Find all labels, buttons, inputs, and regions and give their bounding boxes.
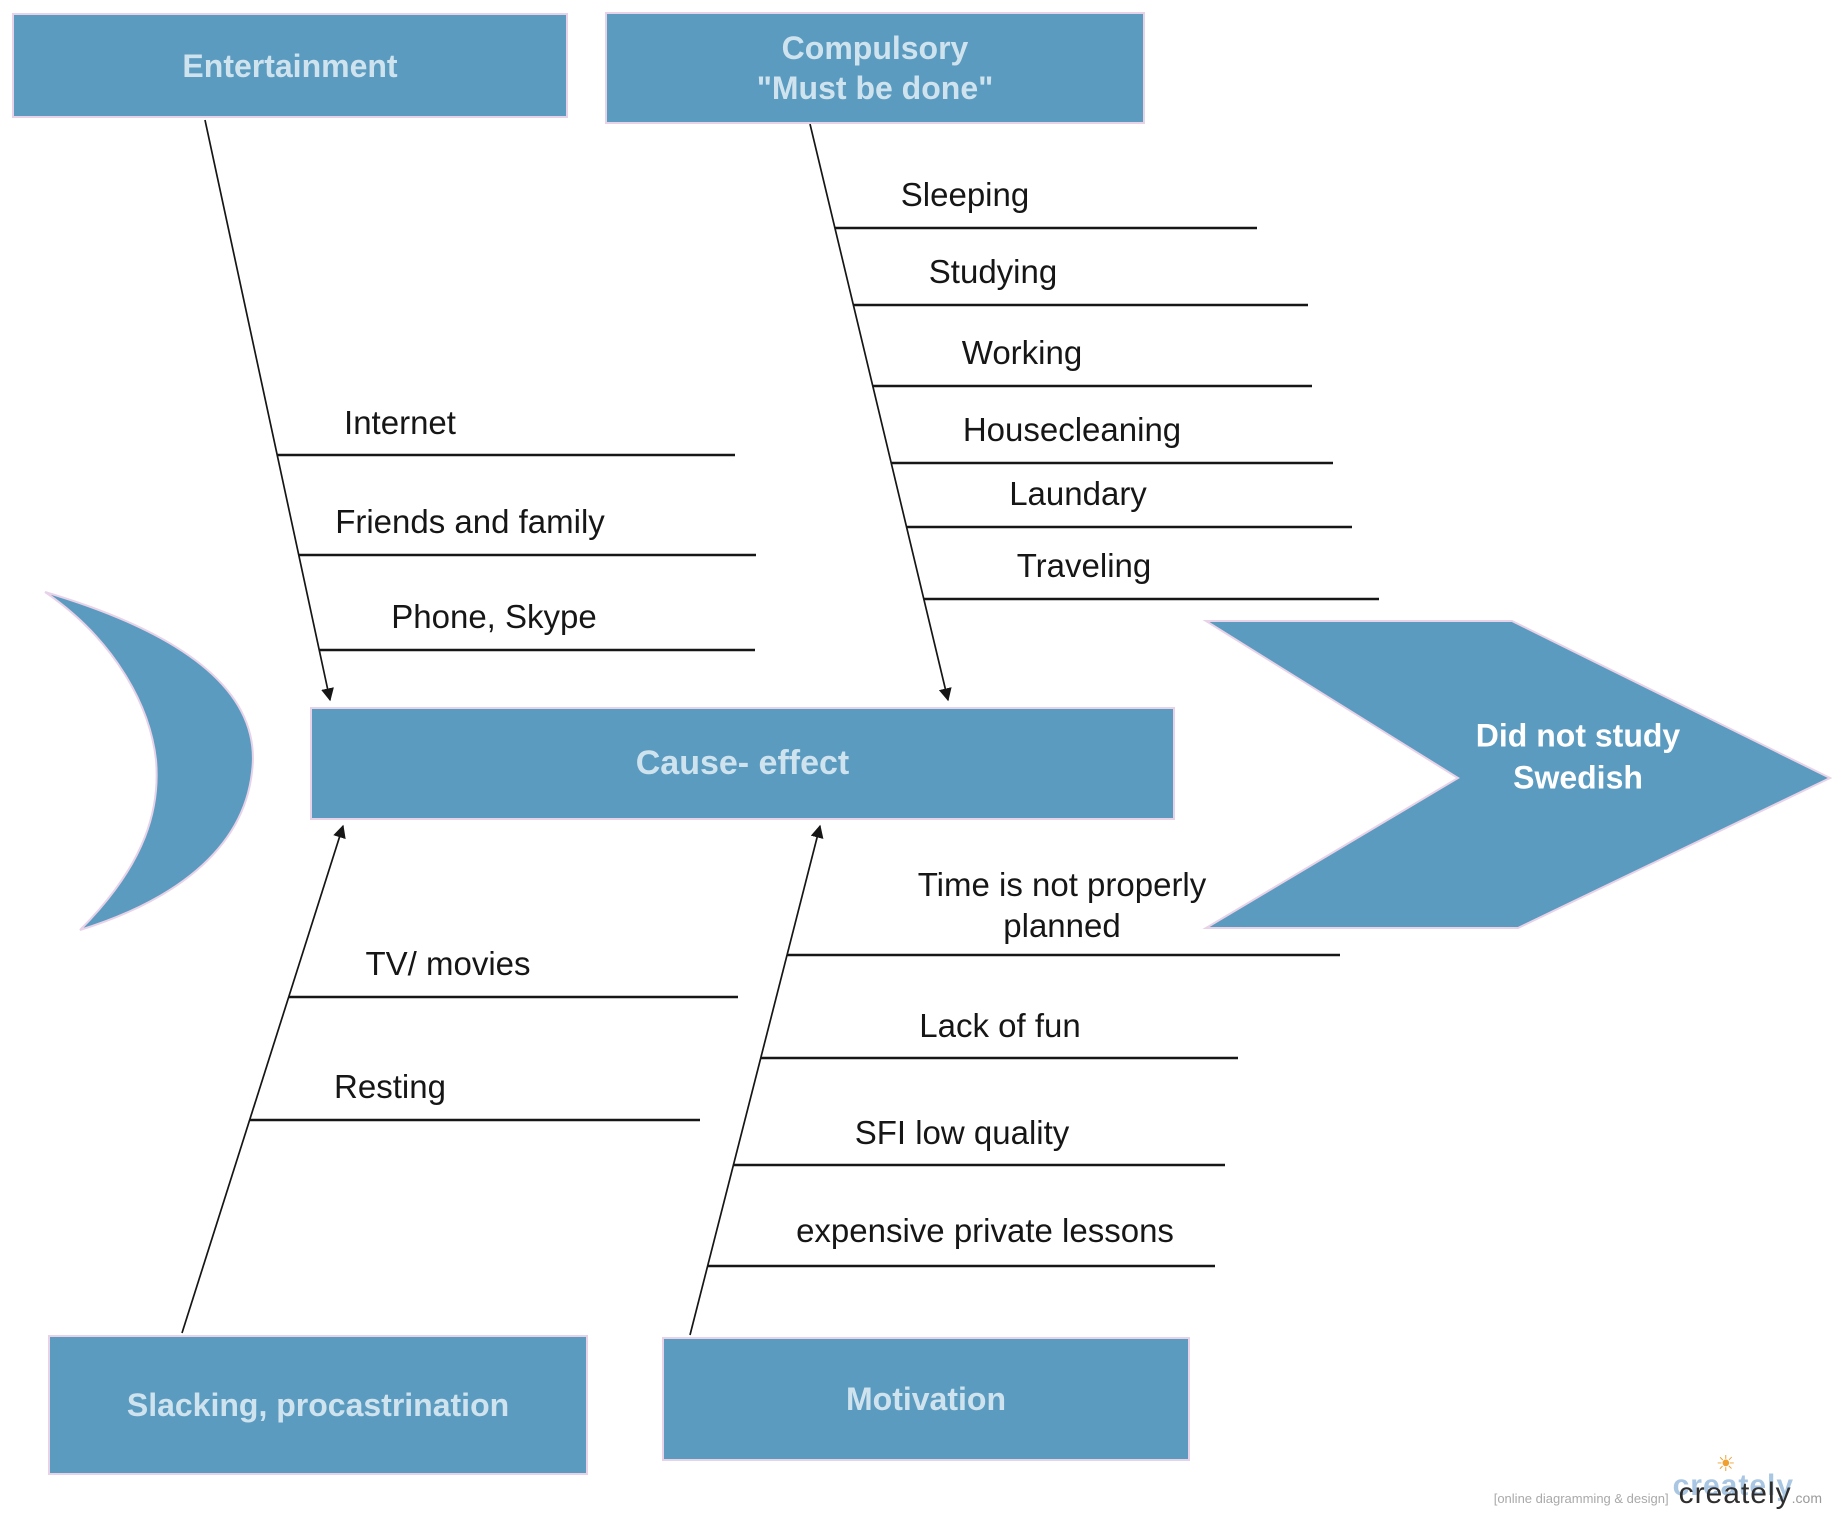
category-box-compulsory[interactable]: Compulsory "Must be done" — [605, 12, 1145, 124]
cause-label-tv-movies[interactable]: TV/ movies — [365, 945, 531, 982]
entertainment-spine — [204, 119, 334, 702]
creately-logo-ghost: creately — [1672, 1469, 1795, 1502]
creately-logo-text: creately — [1678, 1477, 1792, 1510]
cause-label-resting[interactable]: Resting — [334, 1068, 446, 1105]
category-box-motivation[interactable]: Motivation — [662, 1337, 1190, 1461]
cause-label-working[interactable]: Working — [961, 334, 1083, 371]
cause-label-sfi-low-quality[interactable]: SFI low quality — [854, 1114, 1070, 1151]
cause-label-phone-skype[interactable]: Phone, Skype — [391, 598, 597, 635]
fish-tail-crescent-shape[interactable] — [44, 591, 254, 931]
category-box-slacking-label: Slacking, procastrination — [126, 1387, 510, 1423]
effect-chevron-shape[interactable] — [1202, 620, 1833, 929]
category-box-motivation-label: Motivation — [846, 1381, 1006, 1417]
creately-domain-suffix: .com — [1791, 1490, 1822, 1506]
creately-watermark[interactable]: [online diagramming & design] ☀ creately… — [1493, 1451, 1822, 1511]
cause-label-housecleaning[interactable]: Housecleaning — [962, 411, 1182, 448]
motivation-spine — [689, 824, 824, 1336]
cause-label-laundary[interactable]: Laundary — [1009, 475, 1147, 512]
category-box-entertainment[interactable]: Entertainment — [12, 13, 568, 118]
cause-label-internet[interactable]: Internet — [344, 404, 456, 441]
cause-label-studying[interactable]: Studying — [928, 253, 1058, 290]
compulsory-spine — [809, 123, 952, 702]
cause-label-lack-of-fun[interactable]: Lack of fun — [919, 1007, 1081, 1044]
creately-tagline: [online diagramming & design] — [1493, 1491, 1669, 1506]
creately-logo[interactable]: ☀ creately creately — [1673, 1451, 1793, 1511]
category-box-entertainment-label: Entertainment — [182, 47, 398, 84]
category-box-compulsory-label-line1: Compulsory — [781, 30, 969, 66]
slacking-spine — [181, 824, 346, 1334]
bulb-icon: ☀ — [1715, 1451, 1736, 1476]
spine-bar-label: Cause- effect — [635, 744, 850, 783]
cause-label-traveling[interactable]: Traveling — [1016, 547, 1152, 584]
cause-label-time-not-planned[interactable]: Time is not properly planned — [917, 865, 1207, 944]
cause-label-friends-and-family[interactable]: Friends and family — [335, 503, 605, 540]
cause-label-sleeping[interactable]: Sleeping — [900, 176, 1030, 213]
cause-label-expensive-lessons[interactable]: expensive private lessons — [796, 1212, 1174, 1249]
spine-bar[interactable]: Cause- effect — [310, 707, 1175, 820]
category-box-slacking[interactable]: Slacking, procastrination — [48, 1335, 588, 1475]
effect-label[interactable]: Did not study Swedish — [1475, 717, 1681, 795]
category-box-compulsory-label-line2: "Must be done" — [756, 70, 994, 106]
